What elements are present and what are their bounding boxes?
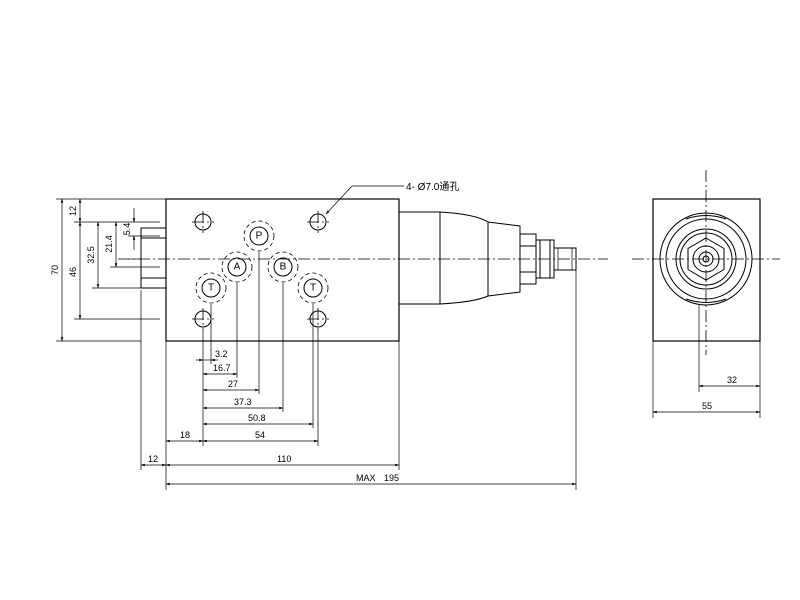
hole-note-text: 4- Ø7.0通孔 — [406, 181, 459, 193]
port-t-right: T — [297, 272, 329, 304]
dim-110: 110 — [277, 454, 291, 464]
dim-70: 70 — [50, 265, 60, 275]
dim-18: 18 — [180, 430, 190, 440]
dim-27: 27 — [228, 379, 238, 389]
dim-12-vertical: 12 — [68, 206, 78, 216]
port-t-right-label: T — [310, 283, 316, 294]
port-t-left-label: T — [208, 283, 214, 294]
mounting-holes — [192, 211, 329, 330]
port-b-label: B — [280, 262, 287, 273]
dim-55-side: 55 — [702, 401, 712, 411]
side-body — [652, 198, 761, 342]
port-b: B — [267, 251, 299, 283]
dim-32-side: 32 — [727, 375, 737, 385]
dim-16-7: 16.7 — [213, 363, 231, 373]
side-view: 32 55 — [632, 170, 780, 418]
dim-32-5: 32.5 — [86, 246, 96, 264]
dim-54: 54 — [255, 430, 265, 440]
dim-5-4: 5.4 — [122, 223, 132, 236]
port-p-label: P — [256, 231, 263, 242]
dim-21-4: 21.4 — [104, 235, 114, 253]
adjuster-housing — [399, 211, 441, 305]
front-view: P A B T T 4- Ø7.0通孔 — [118, 181, 608, 342]
port-a: A — [221, 251, 253, 283]
dim-12-horizontal: 12 — [148, 454, 158, 464]
port-a-label: A — [234, 262, 241, 273]
port-t-left: T — [195, 272, 227, 304]
dim-50-8: 50.8 — [248, 413, 266, 423]
dim-37-3: 37.3 — [234, 397, 252, 407]
hole-note: 4- Ø7.0通孔 — [325, 181, 459, 215]
side-nut-hex — [687, 237, 725, 281]
left-flange — [140, 227, 167, 289]
port-p: P — [243, 220, 275, 252]
dim-3-2: 3.2 — [215, 349, 228, 359]
vertical-dimensions: 70 12 46 32.5 21.4 5.4 — [50, 198, 166, 342]
dim-max-label: MAX — [356, 473, 376, 483]
dim-46: 46 — [68, 267, 78, 277]
dim-195: 195 — [384, 473, 399, 483]
horizontal-dimensions: 3.2 16.7 27 37.3 50.8 18 54 12 110 MAX 1… — [140, 252, 577, 490]
